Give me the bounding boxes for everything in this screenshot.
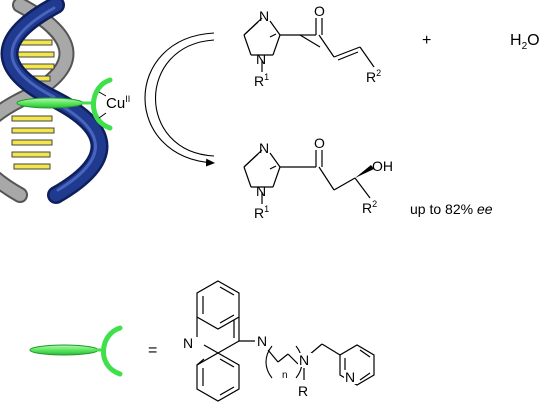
product-hydroxyl: OH bbox=[372, 158, 393, 174]
product-structure bbox=[243, 149, 371, 204]
substrate-ring-n-top: N bbox=[259, 8, 269, 24]
ligand-arc-symbol bbox=[101, 325, 123, 377]
plus-sign: + bbox=[422, 32, 431, 49]
dna-base-pairs bbox=[11, 39, 55, 170]
repeat-index-n: n bbox=[282, 370, 288, 381]
linker-n: N bbox=[257, 333, 267, 349]
product-wedge-bond bbox=[355, 165, 374, 178]
copper-label: CuII bbox=[106, 94, 130, 112]
substrate-labels: N N O R1 R2 bbox=[254, 3, 381, 89]
product-carbonyl-o: O bbox=[314, 135, 325, 151]
tertiary-amine-n: N bbox=[299, 352, 309, 368]
ligand-structure bbox=[196, 280, 375, 402]
enantioselectivity-label: up to 82% ee bbox=[410, 201, 493, 217]
product-labels: N N O OH R1 R2 bbox=[254, 135, 393, 221]
ligand-ellipse-symbol bbox=[29, 344, 99, 356]
substrate-ring-n-bottom: N bbox=[256, 51, 266, 67]
substrate-structure bbox=[243, 17, 375, 72]
green-chelator-arc bbox=[91, 77, 113, 131]
r-group: R bbox=[298, 383, 308, 399]
product-ring-n-top: N bbox=[259, 140, 269, 156]
intercalator-ellipse bbox=[16, 97, 84, 109]
acridine-n: N bbox=[183, 335, 193, 351]
water-formula: H2O bbox=[510, 32, 540, 52]
equals-sign: = bbox=[148, 342, 157, 359]
pyridine-n: N bbox=[345, 369, 355, 385]
ligand-symbol bbox=[29, 325, 123, 377]
product-r2: R2 bbox=[362, 199, 377, 216]
substrate-carbonyl-o: O bbox=[314, 3, 325, 19]
cycle-arrow-inner bbox=[155, 39, 215, 157]
catalytic-cycle-arrows bbox=[144, 32, 215, 167]
dna-helix-graphic: CuII bbox=[0, 0, 130, 204]
substrate-r1: R1 bbox=[254, 72, 269, 89]
product-ring-n-bottom: N bbox=[256, 183, 266, 199]
ligand-labels: N N N n R N bbox=[180, 333, 358, 399]
cycle-arrow-outer bbox=[144, 32, 215, 167]
substrate-r2: R2 bbox=[366, 68, 381, 85]
product-r1: R1 bbox=[254, 204, 269, 221]
